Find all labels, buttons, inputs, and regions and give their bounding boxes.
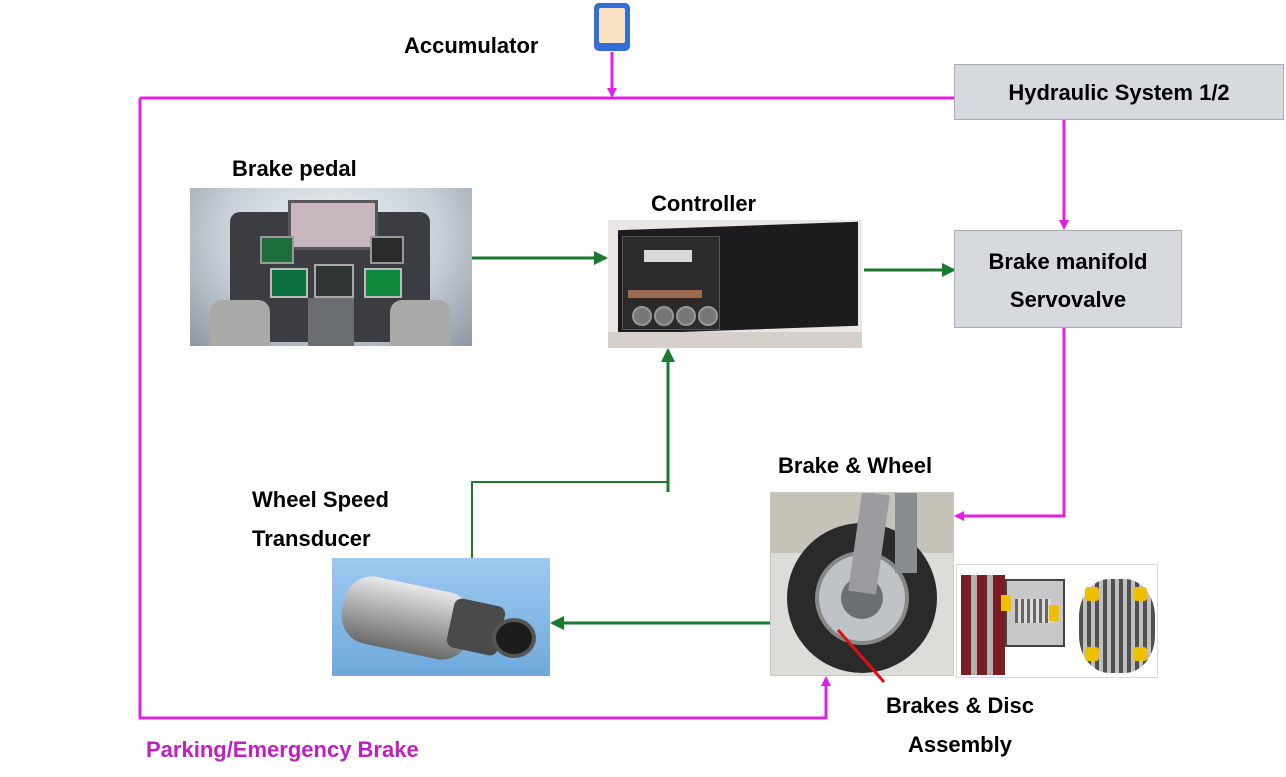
cockpit-photo	[190, 188, 472, 346]
parking-brake-line	[138, 98, 831, 720]
transducer-feed-line	[471, 481, 668, 568]
manifold-line2: Servovalve	[1009, 287, 1127, 312]
manifold-to-brake-line	[954, 328, 1066, 521]
accumulator-label: Accumulator	[404, 33, 539, 58]
brakes-disc-line2: Assembly	[908, 732, 1012, 757]
disc-assembly-photo	[956, 564, 1158, 678]
brake-wheel-label: Brake & Wheel	[778, 453, 933, 478]
controller-photo	[608, 220, 862, 348]
wheel-speed-line1: Wheel Speed	[252, 487, 389, 512]
wheel-speed-line2: Transducer	[252, 526, 371, 551]
parking-brake-label: Parking/Emergency Brake	[146, 737, 419, 762]
controller-label: Controller	[651, 191, 757, 216]
hydraulic-system-box: Hydraulic System 1/2	[954, 64, 1284, 120]
wheel-photo	[770, 492, 954, 676]
brake-pedal-label: Brake pedal	[232, 156, 357, 181]
brakes-disc-line1: Brakes & Disc	[886, 693, 1034, 718]
brakes-disc-label: Brakes & Disc Assembly	[862, 686, 1058, 764]
brake-manifold-box: Brake manifold Servovalve	[954, 230, 1182, 328]
manifold-line1: Brake manifold	[988, 249, 1148, 274]
transducer-photo	[332, 558, 550, 676]
accumulator-icon	[594, 3, 630, 51]
wheel-speed-label: Wheel Speed Transducer	[252, 480, 389, 558]
